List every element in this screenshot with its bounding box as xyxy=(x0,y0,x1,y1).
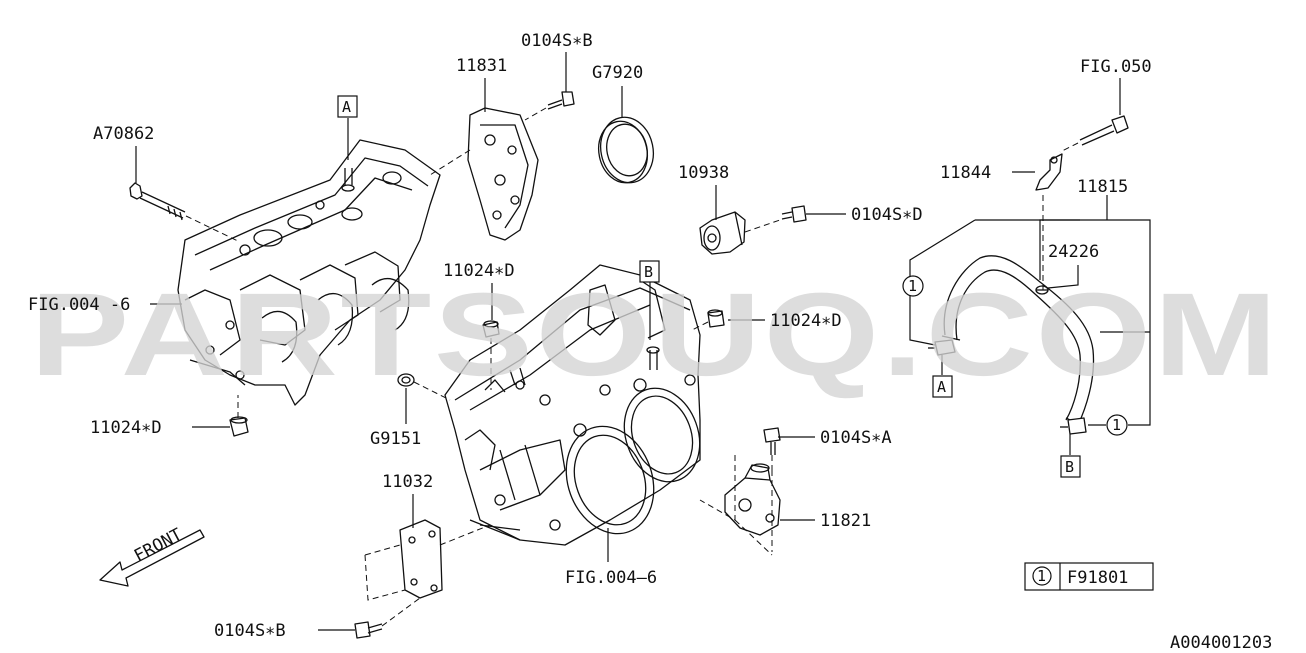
front-label: FRONT xyxy=(131,525,186,567)
callout-0104s-d: 0104S∗D xyxy=(851,205,923,225)
marker-circle-one-upper: 1 xyxy=(902,275,924,297)
callout-0104s-a: 0104S∗A xyxy=(820,428,892,448)
callout-11815: 11815 xyxy=(1077,177,1128,197)
marker-b-top: B xyxy=(639,260,660,283)
clamp-24226 xyxy=(1035,285,1049,295)
watermark-text: PARTSOUQ.COM xyxy=(30,269,1280,401)
marker-b-right: B xyxy=(1060,455,1081,478)
legend-ref-number: 1 xyxy=(1037,567,1046,585)
callout-0104s-b-bottom: 0104S∗B xyxy=(214,621,286,641)
svg-text:1: 1 xyxy=(908,277,917,295)
svg-text:B: B xyxy=(644,263,653,281)
callout-11024d-left: 11024∗D xyxy=(90,418,162,438)
callout-0104s-b-top: 0104S∗B xyxy=(521,31,593,51)
callout-11831: 11831 xyxy=(456,56,507,76)
bolt-fig050 xyxy=(1059,115,1129,153)
part-10938 xyxy=(699,211,781,255)
callout-11821: 11821 xyxy=(820,511,871,531)
clamp-circle-one-upper xyxy=(928,339,956,356)
marker-a-top: A xyxy=(337,95,358,118)
legend-table: 1 F91801 xyxy=(1024,562,1154,591)
plug-11024d-left xyxy=(229,395,249,437)
marker-a-right: A xyxy=(932,375,953,398)
callout-fig004-6-left: FIG.004 -6 xyxy=(28,295,130,315)
callout-labels: 0104S∗B 11831 G7920 A70862 10938 0104S∗D… xyxy=(28,31,1152,641)
plate-11032 xyxy=(364,519,491,601)
callout-fig050: FIG.050 xyxy=(1080,57,1152,77)
marker-circle-one-lower: 1 xyxy=(1106,414,1128,436)
right-cylinder-block xyxy=(444,264,701,546)
svg-text:1: 1 xyxy=(1112,416,1121,434)
callout-24226: 24226 xyxy=(1048,242,1099,262)
bolt-0104sb-bottom xyxy=(354,597,421,639)
callout-11024d-mid: 11024∗D xyxy=(443,261,515,281)
seal-g7920 xyxy=(598,116,654,184)
cover-11831 xyxy=(429,107,539,241)
callout-10938: 10938 xyxy=(678,163,729,183)
front-arrow-icon xyxy=(99,529,205,587)
plug-11024d-right xyxy=(691,309,725,331)
left-cylinder-block xyxy=(177,139,441,406)
bracket-11844 xyxy=(1035,153,1063,290)
callout-g7920: G7920 xyxy=(592,63,643,83)
bolt-a70862 xyxy=(129,182,241,243)
bolt-0104sa xyxy=(763,427,781,470)
legend-part-code: F91801 xyxy=(1067,568,1128,588)
svg-text:A: A xyxy=(342,98,351,116)
clamp-circle-one-lower xyxy=(1060,417,1087,435)
callout-11032: 11032 xyxy=(382,472,433,492)
leader-lines xyxy=(135,52,1151,631)
callout-11024d-right: 11024∗D xyxy=(770,311,842,331)
plug-11024d-mid xyxy=(482,320,500,390)
callout-fig004-6-bottom: FIG.004–6 xyxy=(565,568,657,588)
callout-11844: 11844 xyxy=(940,163,991,183)
svg-text:B: B xyxy=(1065,458,1074,476)
washer-g9151 xyxy=(397,373,451,401)
bolt-0104sb-top xyxy=(524,91,575,121)
svg-text:A: A xyxy=(937,378,946,396)
housing-11821 xyxy=(699,455,781,556)
callout-a70862: A70862 xyxy=(93,124,154,144)
diagram-id: A004001203 xyxy=(1170,633,1272,653)
callout-g9151: G9151 xyxy=(370,429,421,449)
bolt-0104sd xyxy=(781,205,807,223)
